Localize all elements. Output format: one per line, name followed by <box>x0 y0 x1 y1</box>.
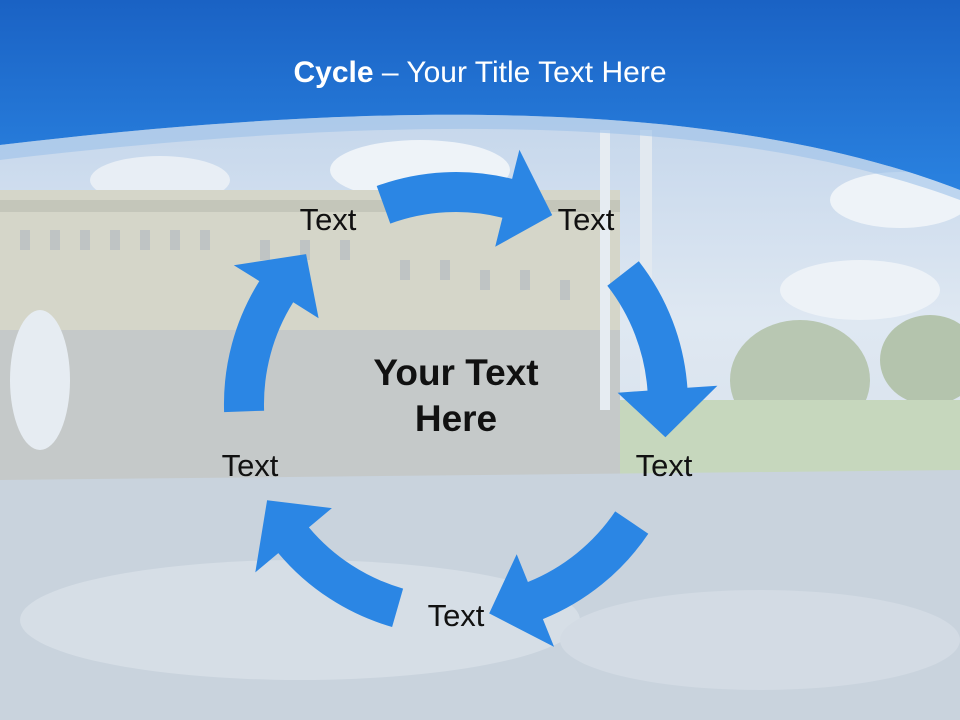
cycle-arrow-1 <box>376 149 553 247</box>
step-label-1: Text <box>299 202 357 237</box>
cycle-arrow-2 <box>607 261 718 438</box>
title-bold: Cycle <box>293 56 374 89</box>
cycle-arrow-4 <box>255 500 404 627</box>
center-text-line-1: Your Text <box>373 352 539 393</box>
cycle-arrow-5 <box>223 254 319 413</box>
center-text-line-2: Here <box>414 398 498 439</box>
cycle-arrow-3 <box>489 511 649 647</box>
step-label-2: Text <box>557 202 615 237</box>
step-label-3: Text <box>635 448 693 483</box>
title-rest: – Your Title Text Here <box>373 56 667 89</box>
step-label-5: Text <box>221 448 279 483</box>
slide-title: Cycle – Your Title Text Here <box>0 56 960 90</box>
center-text: Your Text Here <box>326 350 586 442</box>
step-label-4: Text <box>427 598 485 633</box>
